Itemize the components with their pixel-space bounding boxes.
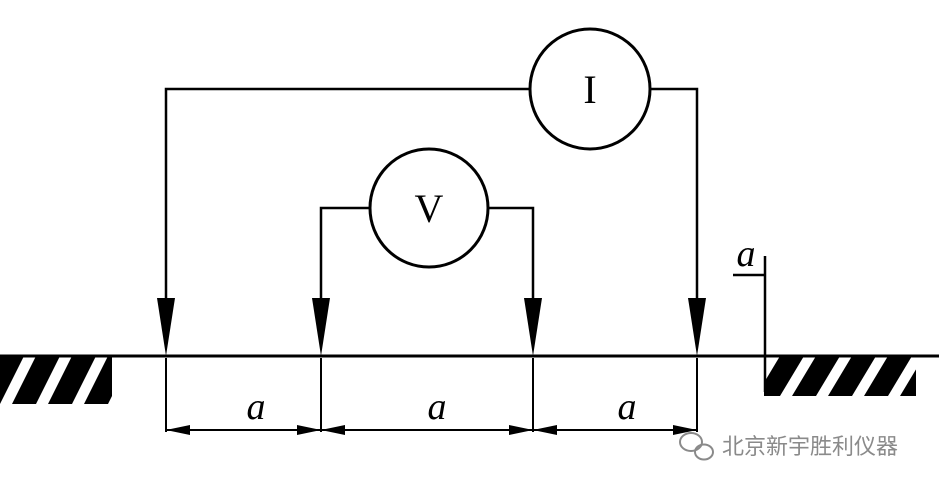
watermark-text: 北京新宇胜利仪器 bbox=[722, 435, 898, 460]
ground-hatch-right bbox=[764, 356, 916, 396]
voltage-circuit-wire-left bbox=[319, 206, 370, 300]
electrode-arrow-c2 bbox=[688, 298, 706, 356]
watermark: 北京新宇胜利仪器 bbox=[679, 432, 898, 461]
ammeter-label: I bbox=[583, 67, 596, 112]
current-circuit-wire-right bbox=[650, 87, 699, 300]
wechat-icon bbox=[679, 432, 714, 461]
ammeter-circle bbox=[528, 27, 652, 151]
electrode-arrow-p1 bbox=[312, 298, 330, 356]
ground-hatch-left bbox=[0, 356, 112, 404]
dimension-extension-lines bbox=[165, 358, 698, 432]
dimension-line-2 bbox=[321, 425, 533, 435]
dimension-line-3 bbox=[533, 425, 697, 435]
electrode-arrow-c1 bbox=[157, 298, 175, 356]
voltmeter-label: V bbox=[415, 186, 444, 231]
voltage-circuit-wire-right bbox=[488, 206, 535, 300]
voltmeter-circle bbox=[368, 147, 490, 269]
dimension-line-1 bbox=[166, 425, 321, 435]
spacing-label-2: a bbox=[428, 386, 447, 428]
current-circuit-wire bbox=[164, 87, 530, 300]
electrode-arrow-p2 bbox=[524, 298, 542, 356]
spacing-label-1: a bbox=[247, 386, 266, 428]
depth-label: a bbox=[737, 233, 756, 275]
spacing-label-3: a bbox=[618, 386, 637, 428]
